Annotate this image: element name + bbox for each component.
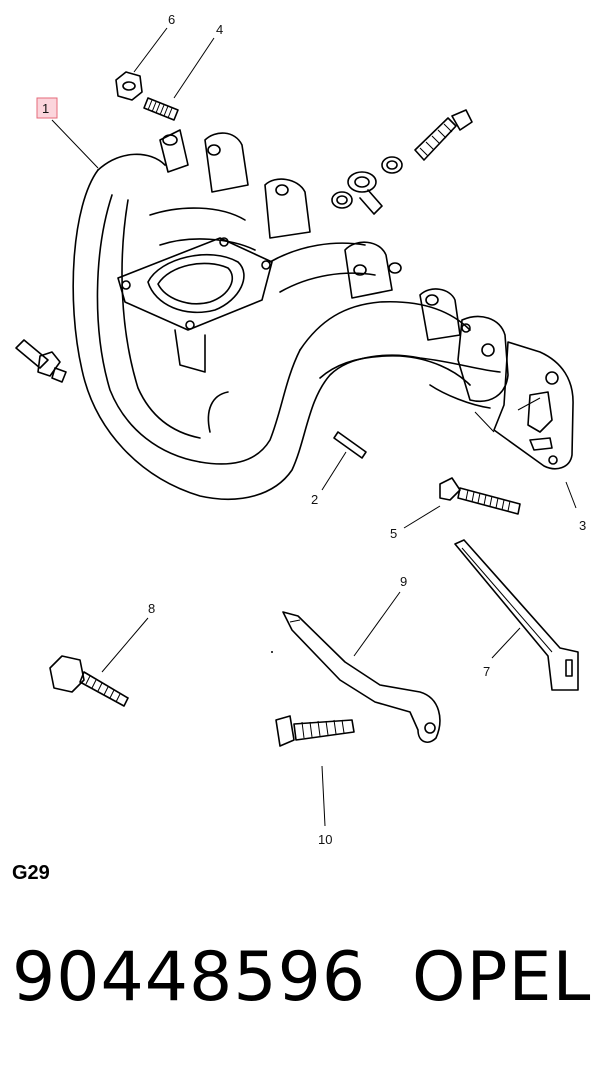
callout-9: 9 [400,574,407,589]
dowel-pin-part [333,431,367,459]
diagram-code: G29 [12,862,50,884]
flange-bolt-part [439,477,521,515]
leader-lines [51,27,577,827]
callout-2: 2 [311,492,318,507]
callout-6: 6 [168,12,175,27]
gasket-part [493,341,574,470]
long-bolt-part [275,715,355,747]
callout-4: 4 [216,22,223,37]
nut-part [115,71,143,101]
callout-8: 8 [148,601,155,616]
callout-labels: 1 6 4 2 3 5 8 9 7 10 [36,12,586,847]
callout-7: 7 [483,664,490,679]
support-bracket-part [282,611,441,743]
sensor-part [15,339,67,383]
intake-manifold-part [72,129,509,501]
hex-bolt-part [49,655,129,707]
support-strap-part [454,539,579,691]
part-number: 90448596 [12,938,367,1017]
stud-part [143,97,179,121]
callout-1: 1 [42,101,49,116]
banjo-fitting-part [331,109,473,215]
callout-3: 3 [579,518,586,533]
callout-1-box [36,97,58,119]
callout-10: 10 [318,832,332,847]
callout-5: 5 [390,526,397,541]
exploded-parts-diagram: 1 6 4 2 3 5 8 9 7 10 [15,12,586,847]
diagram-dot [271,651,273,653]
brand-name: OPEL [412,938,592,1017]
